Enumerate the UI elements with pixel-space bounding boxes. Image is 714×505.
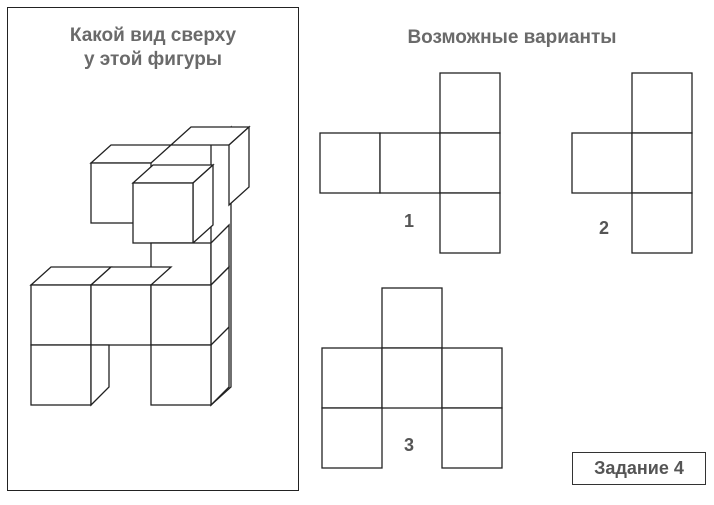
front-cube-front (132, 182, 194, 244)
question-line-1: Какой вид сверху (69, 25, 237, 46)
cube-front-c (150, 284, 212, 346)
upper-left-cube-top (89, 144, 173, 164)
options-title: Возможные варианты (407, 27, 617, 48)
figure-panel (7, 7, 299, 491)
cube-figure (29, 125, 251, 407)
option-1-grid[interactable] (319, 72, 501, 254)
cube-front-a (30, 284, 92, 346)
option-2-label: 2 (599, 218, 610, 238)
cube-front-d-side (90, 344, 110, 407)
option-3-grid[interactable] (321, 287, 503, 469)
column-cube-front (150, 242, 212, 286)
cube-front-b (90, 284, 152, 346)
cube-front-d (30, 344, 92, 406)
cube-front-e (150, 344, 212, 406)
rear-cube-side (228, 125, 250, 207)
option-3-label: 3 (404, 435, 415, 455)
question-line-2: у этой фигуры (83, 49, 223, 70)
option-1-label: 1 (404, 211, 415, 231)
task-label: Задание 4 (572, 452, 706, 485)
option-2-grid[interactable] (571, 72, 693, 254)
